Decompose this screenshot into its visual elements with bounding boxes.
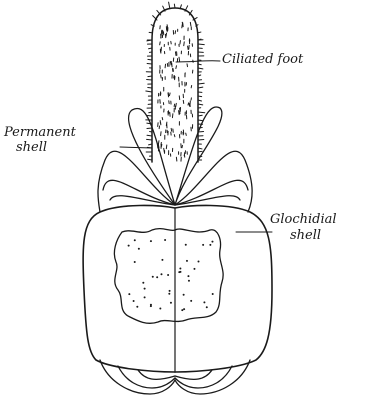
cilium xyxy=(148,76,152,77)
glochidial-shell-label-line1: Glochidial xyxy=(270,213,337,226)
muscle-dot xyxy=(193,268,195,270)
muscle-dot xyxy=(179,271,181,273)
muscle-dot xyxy=(133,300,135,302)
cilium xyxy=(198,96,202,97)
muscle-dot xyxy=(203,301,205,303)
muscle-dot xyxy=(159,307,161,309)
muscle-dot xyxy=(128,245,130,247)
muscle-dot xyxy=(134,239,136,241)
foot-stipple-mark xyxy=(188,103,189,105)
cilium xyxy=(198,44,204,45)
cilium xyxy=(147,135,152,136)
muscle-dot xyxy=(136,306,138,308)
foot-stipple-mark xyxy=(179,111,180,115)
foot-stipple-mark xyxy=(184,42,185,46)
foot-stipple-mark xyxy=(174,135,175,137)
muscle-dot xyxy=(183,308,185,310)
permanent-shell xyxy=(98,107,252,212)
muscle-dot xyxy=(179,267,181,269)
cilium xyxy=(149,112,152,113)
foot-stipple-mark xyxy=(190,22,191,26)
muscle-dot xyxy=(185,244,187,246)
muscle-dot xyxy=(183,294,185,296)
muscle-dot xyxy=(209,244,211,246)
muscle-dot xyxy=(211,241,213,243)
ciliated-foot-label: Ciliated foot xyxy=(222,53,303,66)
foot-stipple-mark xyxy=(174,104,175,106)
muscle-dot xyxy=(142,282,144,284)
muscle-dot xyxy=(170,302,172,304)
muscle-dot xyxy=(150,305,152,307)
muscle-dot xyxy=(164,239,166,241)
cilium xyxy=(147,128,152,129)
muscle-dot xyxy=(197,260,199,262)
cilium xyxy=(148,87,152,88)
foot-stipple-mark xyxy=(176,103,177,106)
foot-stipple-mark xyxy=(169,93,170,96)
muscle-dot xyxy=(160,273,162,275)
muscle-dot xyxy=(181,309,183,311)
muscle-dot xyxy=(161,259,163,261)
muscle-dot xyxy=(156,276,158,278)
muscle-dot xyxy=(167,274,169,276)
cilium xyxy=(148,59,152,60)
muscle-dot xyxy=(152,276,154,278)
foot-stipple-mark xyxy=(158,141,159,144)
muscle-dot xyxy=(168,293,170,295)
cilium xyxy=(146,91,152,92)
permanent-shell-label-line2: shell xyxy=(16,141,47,154)
muscle-dot xyxy=(206,306,208,308)
cilium xyxy=(198,112,205,113)
cilium xyxy=(149,32,152,33)
foot-stipple-mark xyxy=(162,117,163,119)
cilium xyxy=(150,131,152,132)
muscle-dot xyxy=(186,260,188,262)
foot-stipple-mark xyxy=(182,22,183,25)
foot-stipple-mark xyxy=(176,66,177,69)
muscle-dot xyxy=(212,293,214,295)
cilium xyxy=(198,151,202,152)
muscle-dot xyxy=(190,300,192,302)
foot-stipple-mark xyxy=(186,133,187,135)
cilium xyxy=(198,139,204,140)
permanent-shell-label-line1: Permanent xyxy=(4,126,76,139)
cilium xyxy=(198,120,202,121)
muscle-dot xyxy=(150,240,152,242)
adductor-muscle-mass xyxy=(114,229,223,324)
foot-stipple-mark xyxy=(175,31,176,34)
muscle-dot xyxy=(138,248,140,250)
cilium xyxy=(147,139,152,140)
foot-stipple-mark xyxy=(188,46,189,49)
foot-stipple-mark xyxy=(171,128,172,131)
foot-stipple-mark xyxy=(161,34,162,38)
muscle-dot xyxy=(128,293,130,295)
foot-stipple-mark xyxy=(175,52,176,56)
cilium xyxy=(169,2,170,9)
muscle-dot xyxy=(187,275,189,277)
foot-stipple-mark xyxy=(161,75,162,78)
muscle-dot xyxy=(144,288,146,290)
cilium xyxy=(198,83,204,84)
muscle-dot xyxy=(169,290,171,292)
cilium xyxy=(174,4,175,8)
foot-stipple-mark xyxy=(170,61,171,63)
glochidial-shell xyxy=(83,205,272,372)
glochidial-shell-label-line2: shell xyxy=(290,229,321,242)
foot-stipple-mark xyxy=(184,153,185,156)
foot-stipple-mark xyxy=(167,25,168,28)
muscle-dot xyxy=(134,261,136,263)
foot-stipple-mark xyxy=(179,57,180,61)
muscle-dot xyxy=(188,280,190,282)
muscle-dot xyxy=(144,296,146,298)
muscle-dot xyxy=(202,244,204,246)
